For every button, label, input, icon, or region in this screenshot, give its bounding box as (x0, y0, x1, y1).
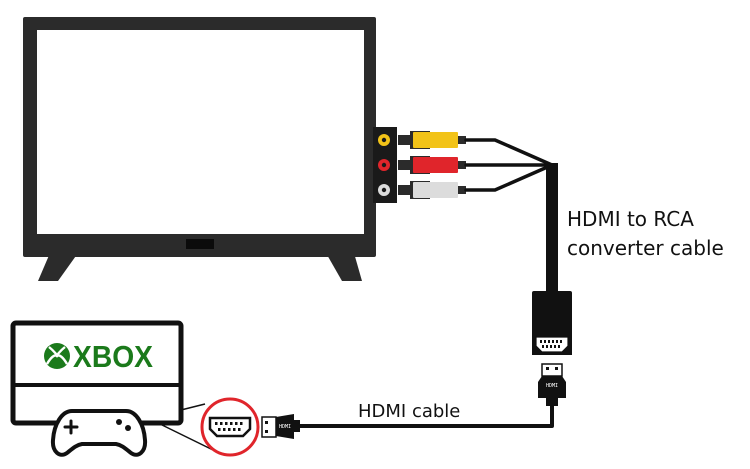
television (23, 17, 397, 281)
hdmi-plug-horizontal: HDMI (261, 414, 300, 439)
xbox-console: XBOX (10, 320, 214, 457)
hdmi-plug-vertical: HDMI (538, 363, 566, 406)
tv-jack-red-hole (381, 162, 387, 168)
hdmi-plug-vertical-mark: HDMI (546, 383, 558, 389)
tv-right-stand (326, 253, 362, 281)
hdmi-cable (297, 404, 554, 428)
hdmi-cable-label: HDMI cable (358, 401, 460, 422)
tv-screen (37, 30, 364, 234)
converter-cable (546, 163, 558, 295)
tv-left-stand (38, 253, 78, 281)
cable-white (464, 163, 554, 192)
rca-plugs (398, 131, 466, 199)
tv-jack-white-hole (381, 187, 387, 193)
tv-logo-slot (186, 239, 214, 249)
hdmi-port-magnifier (200, 397, 260, 457)
xbox-brand-text: XBOX (73, 339, 153, 374)
cable-yellow (464, 138, 554, 167)
converter-box (532, 291, 572, 355)
console-hdmi-port-icon (208, 416, 252, 438)
xbox-logo-icon (44, 343, 70, 369)
port-callout-bottom (159, 423, 214, 451)
port-callout-top (180, 403, 206, 411)
rca-plug-white (398, 181, 466, 199)
rca-plug-yellow (398, 131, 466, 149)
hdmi-plug-horizontal-mark: HDMI (279, 424, 291, 430)
converter-hdmi-port (535, 336, 569, 353)
controller-icon (50, 409, 148, 457)
rca-cables (464, 138, 554, 192)
tv-jack-yellow-hole (381, 137, 387, 143)
converter-label-line1: HDMI to RCA (567, 207, 694, 231)
converter-label-line2: converter cable (567, 236, 724, 260)
rca-plug-red (398, 156, 466, 174)
